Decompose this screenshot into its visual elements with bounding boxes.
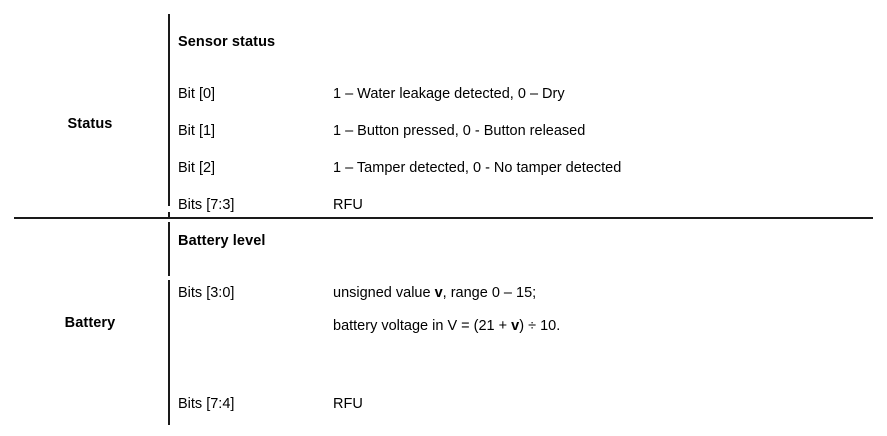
field-description: 1 – Tamper detected, 0 - No tamper detec… [333, 160, 622, 176]
group-separator-line [14, 217, 873, 219]
section-heading-sensor-status: Sensor status [178, 34, 276, 50]
formula-text-suffix: ) ÷ 10. [519, 318, 561, 334]
group-label-battery: Battery [64, 315, 116, 331]
group-label-status: Status [67, 116, 113, 132]
field-description: RFU [333, 396, 363, 412]
range-text-suffix: , range 0 – 15; [442, 285, 537, 301]
range-text-prefix: unsigned value [333, 285, 435, 301]
column-divider-line [168, 222, 170, 276]
column-divider-line [168, 14, 170, 206]
field-name: Bit [0] [178, 86, 216, 102]
field-name: Bits [7:4] [178, 396, 235, 412]
section-heading-battery-level: Battery level [178, 233, 266, 249]
column-divider-line [168, 280, 170, 425]
field-description-formula: battery voltage in V = (21 + v) ÷ 10. [333, 318, 560, 334]
formula-text-prefix: battery voltage in V = (21 + [333, 318, 512, 334]
column-divider-line [168, 212, 170, 218]
field-description: RFU [333, 197, 363, 213]
variable-v: v [434, 285, 443, 301]
field-name: Bit [2] [178, 160, 216, 176]
field-description: 1 – Button pressed, 0 - Button released [333, 123, 586, 139]
field-description-range: unsigned value v, range 0 – 15; [333, 285, 536, 301]
field-name: Bits [7:3] [178, 197, 235, 213]
variable-v: v [511, 318, 520, 334]
field-description: 1 – Water leakage detected, 0 – Dry [333, 86, 565, 102]
field-name: Bits [3:0] [178, 285, 235, 301]
field-name: Bit [1] [178, 123, 216, 139]
